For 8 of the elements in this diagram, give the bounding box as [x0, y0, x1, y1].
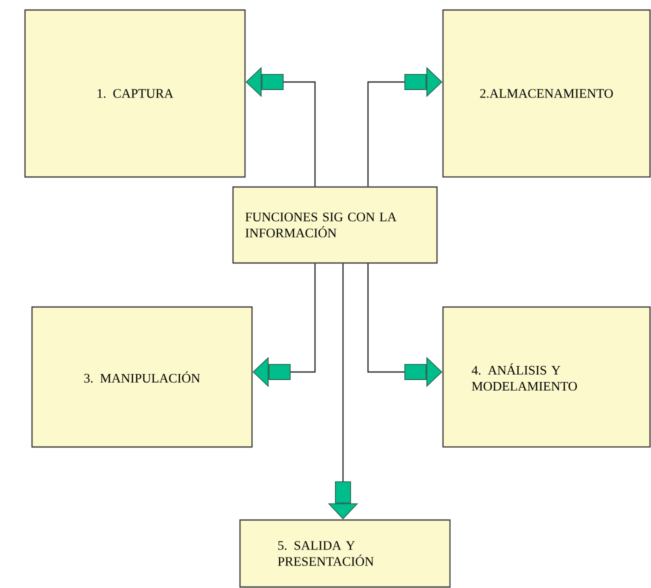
- process-box: 5. SALIDA Y PRESENTACIÓN: [239, 519, 451, 588]
- process-box: 3. MANIPULACIÓN: [31, 306, 253, 448]
- arrow: [252, 264, 316, 388]
- process-box: 2.ALMACENAMIENTO: [442, 9, 651, 178]
- process-box: FUNCIONES SIG CON LA INFORMACIÓN: [232, 186, 438, 264]
- arrow: [367, 66, 442, 186]
- process-box: 4. ANÁLISIS Y MODELAMIENTO: [442, 306, 651, 448]
- process-box: 1. CAPTURA: [24, 9, 246, 178]
